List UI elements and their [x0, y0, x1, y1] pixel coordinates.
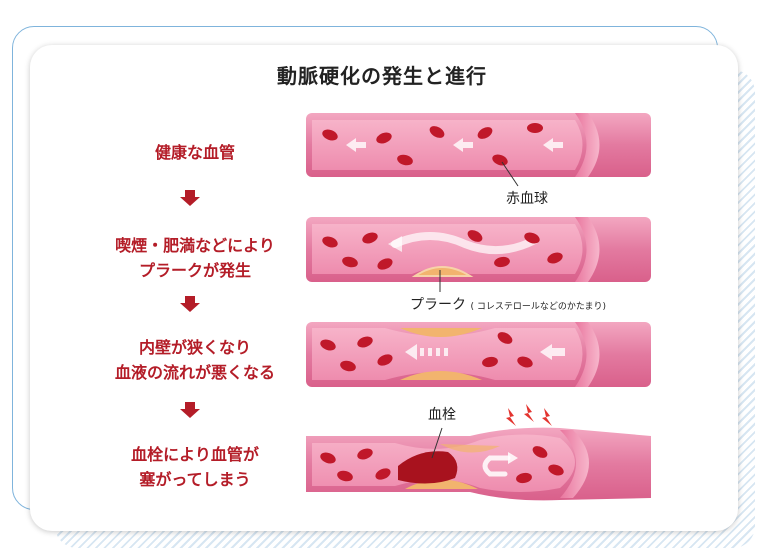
spark-icon	[524, 404, 534, 422]
plaque-note: ( コレステロールなどのかたまり)	[470, 302, 606, 312]
flow-arrow-dash	[428, 348, 432, 356]
vessel-blocked	[306, 404, 651, 500]
vessel-healthy	[306, 113, 651, 186]
plaque-label-text: プラーク	[410, 297, 466, 313]
spark-icon	[542, 408, 552, 426]
rbc-label: 赤血球	[506, 188, 548, 208]
flow-arrow-dash	[444, 348, 448, 356]
thrombus-label: 血栓	[428, 404, 456, 424]
spark-icon	[506, 408, 516, 426]
vessel-narrowed	[306, 322, 651, 387]
pain-spark-icons	[506, 404, 552, 426]
flow-arrow-dash	[436, 348, 440, 356]
flow-arrow-dash	[420, 348, 424, 356]
vessel-plaque	[306, 217, 651, 292]
plaque-label: プラーク ( コレステロールなどのかたまり)	[410, 294, 606, 314]
red-blood-cell	[527, 123, 543, 133]
